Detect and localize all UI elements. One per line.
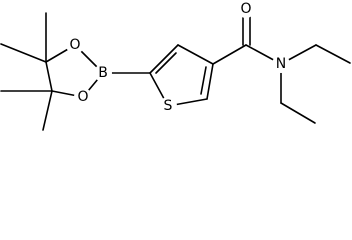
atom-nitrogen: N [272,55,290,73]
bond-c1-c2 [45,61,53,92]
atom-oxygen-top-label: O [69,37,80,53]
methyl-bond-c2-lower [42,90,53,131]
atom-oxygen-top: O [66,36,84,54]
bond-c4-c5 [149,44,179,74]
atom-boron: B [94,64,112,82]
bond-c4-c5-inner [155,52,177,74]
amide-group [212,11,282,65]
bond-c2-c3 [206,63,214,100]
atom-oxygen-bottom: O [74,88,92,106]
atom-sulfur: S [159,97,177,115]
methyl-bond-c1-left [0,43,47,63]
atom-oxygen-bottom-label: O [77,89,88,105]
methyl-groups [0,12,53,131]
atom-nitrogen-label: N [276,56,286,72]
bond-c3-carbonyl [212,44,247,65]
atom-sulfur-label: S [164,98,173,114]
ethyl-groups [280,44,351,124]
bond-c3-c4 [177,44,214,65]
atom-labels: O O B S O N [66,0,290,115]
atom-oxygen-carbonyl: O [237,0,255,18]
bond-c2-c3-inner [200,66,207,95]
ethyl-lower-ch3 [280,102,316,124]
atom-boron-label: B [98,65,108,81]
ethyl-upper-ch3 [315,44,351,64]
chemical-structure-diagram: O O B S O N [0,0,351,131]
thiophene-ring [149,44,214,107]
atom-oxygen-carbonyl-label: O [240,1,251,17]
